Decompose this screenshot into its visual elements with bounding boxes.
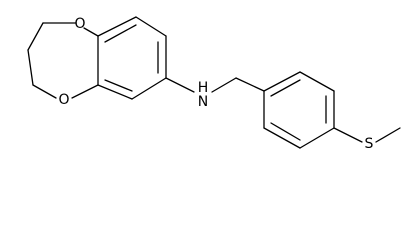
bond	[299, 71, 335, 92]
oxygen-atom-bottom: O	[58, 92, 69, 108]
bond	[299, 127, 335, 149]
bond	[235, 77, 265, 92]
bond	[333, 127, 363, 143]
bond	[97, 16, 137, 37]
bond	[135, 16, 167, 37]
bond	[131, 77, 167, 100]
methylthio-group	[333, 127, 401, 143]
oxygen-atom-top: O	[74, 16, 85, 32]
benzene-ring-right	[263, 71, 335, 149]
bond	[83, 27, 99, 37]
bond	[270, 122, 301, 141]
bond	[270, 79, 301, 97]
sulfur-atom: S	[365, 136, 374, 152]
benzene-ring-left	[97, 16, 167, 100]
bond	[263, 71, 301, 92]
amine-linker	[165, 77, 265, 93]
bond	[97, 84, 133, 100]
bond	[211, 77, 237, 93]
bond	[71, 84, 99, 99]
bond	[375, 127, 401, 143]
bond	[263, 127, 301, 149]
bond	[27, 49, 34, 86]
bond	[32, 84, 57, 99]
amine-nitrogen-label: N	[198, 94, 208, 110]
chemical-structure: O O H N S	[27, 16, 401, 152]
amine-hydrogen-label: H	[198, 80, 209, 96]
oxepine-ring	[27, 22, 99, 99]
bond	[104, 24, 137, 43]
bond	[104, 79, 133, 92]
bond	[165, 77, 195, 93]
bond	[27, 22, 44, 51]
